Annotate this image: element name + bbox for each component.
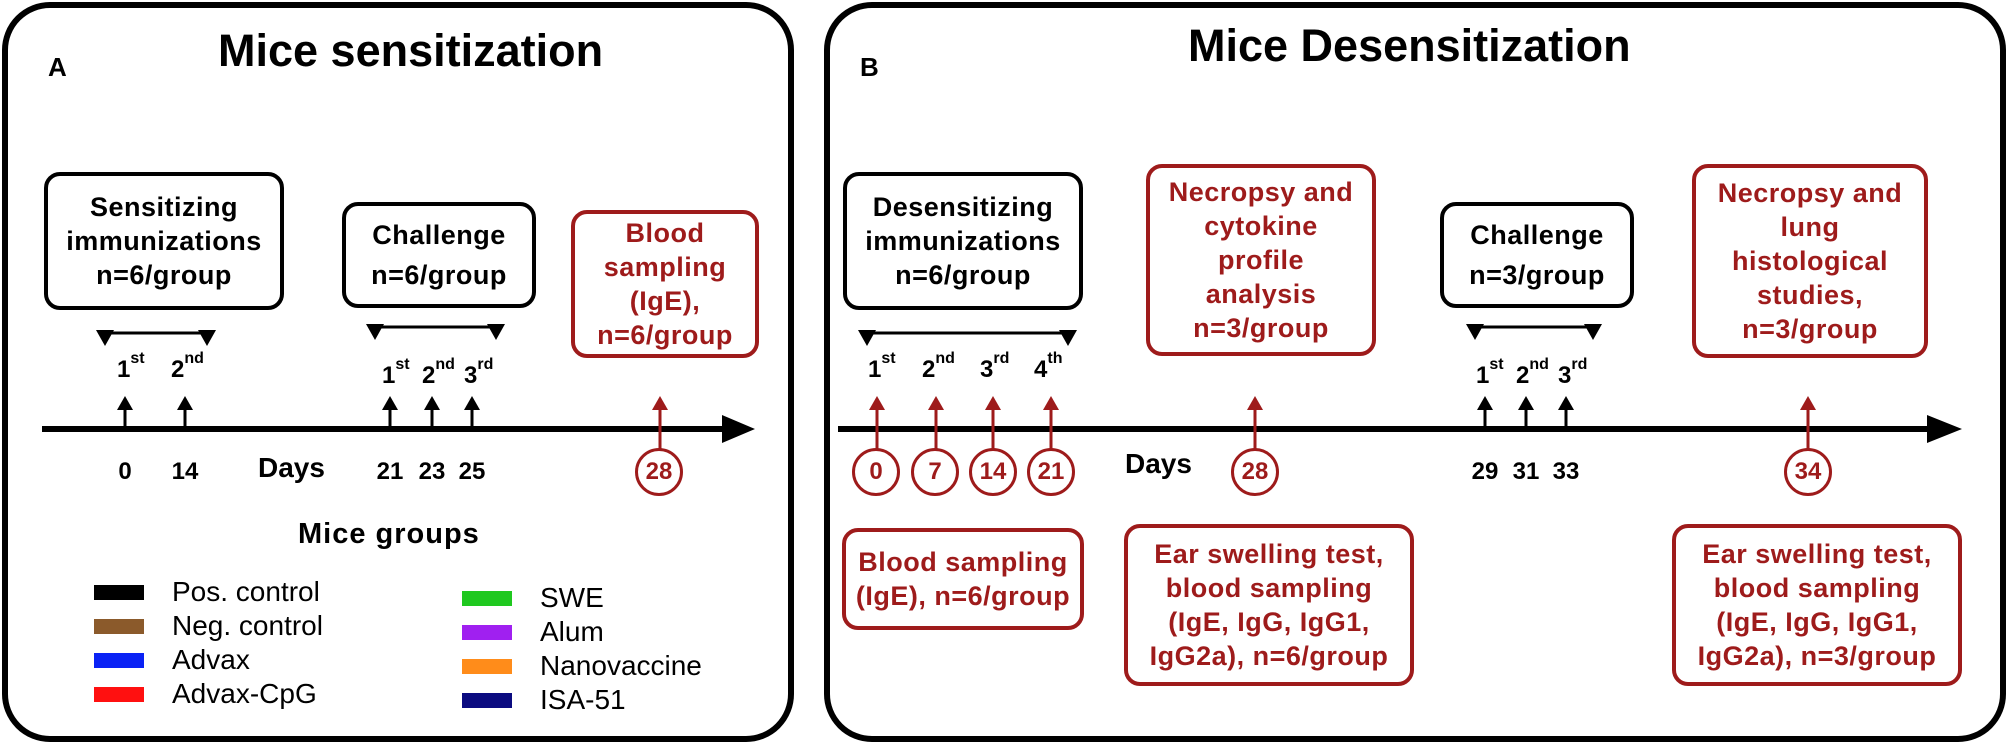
circle-day-28-a: 28 [635, 448, 683, 496]
arrow-day-33-b [1558, 396, 1574, 429]
legend-swatch [462, 624, 512, 640]
ordinal-4th-desens-b: 4th [1034, 350, 1063, 383]
timeline-axis-a [42, 415, 755, 443]
arrow-day-25-a [464, 396, 480, 429]
axis-arrowhead-a [722, 415, 755, 443]
legend-item: Alum [462, 616, 604, 648]
box-ear-swelling-2: Ear swelling test, blood sampling (IgE, … [1672, 524, 1962, 686]
legend-item: Neg. control [94, 610, 323, 642]
box-necropsy-cytokine: Necropsy and cytokine profile analysis n… [1146, 164, 1376, 356]
arrow-day-29-b [1477, 396, 1493, 429]
box-challenge-a: Challenge n=6/group [342, 202, 536, 308]
days-label-b: Days [1125, 448, 1192, 479]
arrow-day-23-a [424, 396, 440, 429]
ordinal-1st-desens-b: 1st [868, 350, 896, 383]
arrow-day-34-b [1800, 396, 1816, 452]
ordinal-3rd-chal-a: 3rd [464, 356, 494, 389]
panel-b-letter: B [860, 52, 879, 82]
ordinal-1st-chal-b: 1st [1476, 356, 1504, 389]
circle-day-34-b: 34 [1784, 448, 1832, 496]
day-label: 14 [171, 458, 199, 485]
days-label-a: Days [258, 452, 325, 483]
bracket-challenge-a [366, 324, 505, 340]
circle-day-21-b: 21 [1027, 448, 1075, 496]
day-label: 0 [118, 458, 132, 485]
day-label: 25 [458, 458, 486, 485]
circle-day-14-b: 14 [969, 448, 1017, 496]
arrow-day-21-a [382, 396, 398, 429]
arrow-day-28-a [652, 396, 668, 452]
legend-swatch [94, 686, 144, 702]
legend-item: ISA-51 [462, 684, 626, 716]
legend-item: Pos. control [94, 576, 320, 608]
arrow-day-21-b [1043, 396, 1059, 452]
bracket-desensitization-b [858, 330, 1077, 346]
ordinal-3rd-desens-b: 3rd [980, 350, 1010, 383]
ordinal-2nd-chal-a: 2nd [422, 356, 455, 389]
box-challenge-b: Challenge n=3/group [1440, 202, 1634, 308]
box-sensitizing-immunizations: Sensitizing immunizations n=6/group [44, 172, 284, 310]
legend-item: SWE [462, 582, 604, 614]
day-label: 29 [1471, 458, 1499, 485]
legend-item: Advax [94, 644, 250, 676]
box-blood-sampling-a: Blood sampling (IgE), n=6/group [571, 210, 759, 358]
legend-swatch [462, 692, 512, 708]
timeline-axis-b [838, 415, 1962, 443]
bracket-challenge-b [1466, 324, 1602, 340]
ordinal-3rd-chal-b: 3rd [1558, 356, 1588, 389]
circle-day-7-b: 7 [911, 448, 959, 496]
legend-swatch [94, 584, 144, 600]
bracket-sensitization-a [96, 330, 216, 346]
axis-arrowhead-b [1927, 415, 1962, 443]
day-label: 33 [1552, 458, 1580, 485]
arrow-day-28-b [1247, 396, 1263, 452]
legend-title: Mice groups [298, 518, 480, 550]
legend-item: Nanovaccine [462, 650, 702, 682]
arrow-day-14-a [177, 396, 193, 429]
circle-day-28-b: 28 [1231, 448, 1279, 496]
ordinal-2nd-sens-a: 2nd [171, 350, 204, 383]
ordinal-1st-chal-a: 1st [382, 356, 410, 389]
panel-b-title: Mice Desensitization [1188, 20, 1631, 71]
ordinal-2nd-desens-b: 2nd [922, 350, 955, 383]
legend-swatch [94, 618, 144, 634]
box-blood-sampling-b: Blood sampling (IgE), n=6/group [842, 528, 1084, 630]
panel-a-title: Mice sensitization [218, 25, 604, 76]
arrow-day-7-b [928, 396, 944, 452]
day-label: 23 [418, 458, 446, 485]
box-ear-swelling-1: Ear swelling test, blood sampling (IgE, … [1124, 524, 1414, 686]
panel-a-letter: A [48, 52, 67, 82]
day-label: 21 [376, 458, 404, 485]
arrow-day-0-b [869, 396, 885, 452]
box-necropsy-histology: Necropsy and lung histological studies, … [1692, 164, 1928, 358]
legend-item: Advax-CpG [94, 678, 317, 710]
ordinal-2nd-chal-b: 2nd [1516, 356, 1549, 389]
legend-swatch [462, 658, 512, 674]
circle-day-0-b: 0 [852, 448, 900, 496]
arrow-day-0-a [117, 396, 133, 429]
box-desensitizing-immunizations: Desensitizing immunizations n=6/group [843, 172, 1083, 310]
arrow-day-31-b [1518, 396, 1534, 429]
legend-swatch [94, 652, 144, 668]
day-label: 31 [1512, 458, 1540, 485]
legend-swatch [462, 590, 512, 606]
ordinal-1st-sens-a: 1st [117, 350, 145, 383]
arrow-day-14-b [985, 396, 1001, 452]
